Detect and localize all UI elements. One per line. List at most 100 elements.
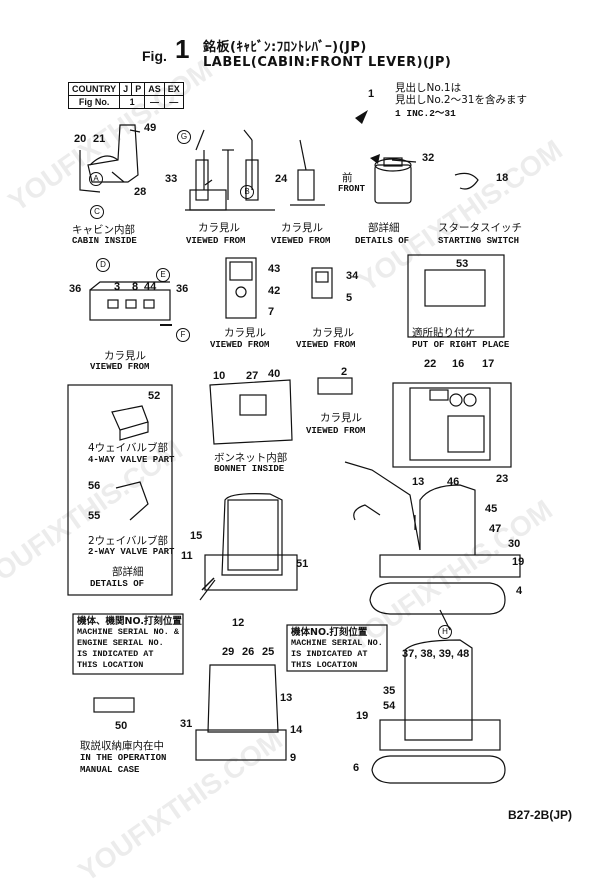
table-cell: COUNTRY — [67, 82, 121, 96]
part-number: 40 — [268, 368, 281, 380]
caption-view-b-jp: カラ見ル — [281, 222, 323, 234]
table-cell: Fig No. — [67, 95, 121, 109]
circle-letter-e: E — [156, 268, 170, 282]
part-number: 3 — [114, 281, 121, 293]
part-number: 49 — [144, 122, 157, 134]
caption-view-a-jp: カラ見ル — [198, 222, 240, 234]
caption-front-jp: 前 — [342, 172, 353, 184]
serial-note-right-en2: IS INDICATED AT — [291, 649, 368, 659]
part-number: 51 — [296, 558, 309, 570]
circle-letter-g: G — [177, 130, 191, 144]
caption-operation-jp: 取説収納庫内在中 — [80, 740, 164, 752]
table-cell: — — [163, 95, 184, 109]
part-number: 46 — [447, 476, 460, 488]
caption-cabin-inside-jp: キャビン内部 — [72, 224, 135, 236]
part-number: 6 — [353, 762, 360, 774]
serial-note-left-en2: ENGINE SERIAL NO. — [77, 638, 164, 648]
part-number: 4 — [516, 585, 523, 597]
part-number: 32 — [422, 152, 435, 164]
caption-view-b-en: VIEWED FROM — [271, 236, 331, 246]
caption-valve2-jp: 2ウェイバルブ部 — [88, 535, 168, 547]
part-number: 8 — [132, 281, 139, 293]
caption-detail-h-en: DETAILS OF — [90, 579, 145, 589]
part-number: 1 — [368, 88, 375, 100]
part-number: 43 — [268, 263, 281, 275]
caption-detail-g-jp: 部詳細 — [368, 222, 400, 234]
part-number: 23 — [496, 473, 509, 485]
part-number: 53 — [456, 258, 469, 270]
caption-bonnet-jp: ボンネット内部 — [214, 452, 288, 464]
part-number: 13 — [280, 692, 293, 704]
caption-view-a-en: VIEWED FROM — [186, 236, 246, 246]
serial-note-left-jp: 機体、機関NO.打刻位置 — [77, 616, 182, 627]
caption-starting-switch-en: STARTING SWITCH — [438, 236, 520, 246]
part-number: 34 — [346, 270, 359, 282]
part-number: 33 — [165, 173, 178, 185]
serial-note-left-en4: THIS LOCATION — [77, 660, 144, 670]
serial-note-right-en1: MACHINE SERIAL NO. — [291, 638, 383, 648]
part-number: 19 — [356, 710, 369, 722]
part-number: 42 — [268, 285, 281, 297]
serial-note-right-en3: THIS LOCATION — [291, 660, 358, 670]
part-number: 5 — [346, 292, 353, 304]
caption-put-right-en: PUT OF RIGHT PLACE — [412, 340, 510, 350]
part-number: 24 — [275, 173, 288, 185]
circle-letter-c: C — [90, 205, 104, 219]
serial-note-left: 機体、機関NO.打刻位置 MACHINE SERIAL NO. & ENGINE… — [77, 616, 182, 671]
caption-operation-en1: IN THE OPERATION — [80, 753, 167, 763]
serial-note-left-en1: MACHINE SERIAL NO. & — [77, 627, 180, 637]
serial-note-left-en3: IS INDICATED AT — [77, 649, 154, 659]
part-number: 12 — [232, 617, 245, 629]
part-number: 29 — [222, 646, 235, 658]
caption-front-en: FRONT — [338, 184, 366, 194]
fig-number: 1 — [175, 34, 190, 64]
heading-note-line2: 見出しNo.2〜31を含みます — [395, 94, 527, 106]
part-number: 16 — [452, 358, 465, 370]
caption-bonnet-en: BONNET INSIDE — [214, 464, 285, 474]
part-number: 36 — [69, 283, 82, 295]
part-number: 36 — [176, 283, 189, 295]
part-number: 28 — [134, 186, 147, 198]
caption-valve4-jp: 4ウェイバルブ部 — [88, 442, 168, 454]
heading-note-line3: 1 INC.2〜31 — [395, 108, 456, 119]
caption-detail-h-jp: 部詳細 — [112, 566, 144, 578]
circle-letter-h: H — [438, 625, 452, 639]
caption-view-e-en: VIEWED FROM — [296, 340, 356, 350]
heading-note-line1: 見出しNo.1は — [395, 82, 462, 94]
part-number: 52 — [148, 390, 161, 402]
part-number: 18 — [496, 172, 509, 184]
circle-letter-b: B — [240, 185, 254, 199]
title-jp: 銘板(ｷｬﾋﾞﾝ:ﾌﾛﾝﾄﾚﾊﾞｰ)(JP) — [203, 40, 367, 55]
part-number: 31 — [180, 718, 193, 730]
circle-letter-f: F — [176, 328, 190, 342]
part-number: 55 — [88, 510, 101, 522]
part-number: 15 — [190, 530, 203, 542]
part-number: 26 — [242, 646, 255, 658]
table-cell: J — [119, 82, 133, 96]
caption-view-d-en: VIEWED FROM — [210, 340, 270, 350]
part-number: 47 — [489, 523, 502, 535]
table-cell: AS — [144, 82, 165, 96]
caption-starting-switch-jp: スタータスイッチ — [438, 222, 522, 234]
part-number: 37, 38, 39, 48 — [402, 648, 470, 660]
part-number: 21 — [93, 133, 106, 145]
footer-code: B27-2B(JP) — [508, 808, 573, 822]
caption-view-c-jp: カラ見ル — [104, 350, 146, 362]
serial-note-right-jp: 機体NO.打刻位置 — [291, 627, 368, 638]
part-number: 19 — [512, 556, 525, 568]
circle-letter-a: A — [89, 172, 103, 186]
table-cell: P — [131, 82, 146, 96]
caption-view-d-jp: カラ見ル — [224, 327, 266, 339]
caption-operation-en2: MANUAL CASE — [80, 765, 140, 775]
part-number: 13 — [412, 476, 425, 488]
line-art — [67, 110, 521, 784]
table-cell: — — [144, 95, 165, 109]
part-number: 44 — [144, 281, 157, 293]
part-number: 50 — [115, 720, 128, 732]
table-cell: 1 — [119, 95, 146, 109]
title-en: LABEL(CABIN:FRONT LEVER)(JP) — [203, 55, 452, 70]
country-table: COUNTRY J P AS EX Fig No. 1 — — — [67, 82, 184, 109]
caption-valve2-en: 2-WAY VALVE PART — [88, 547, 175, 557]
part-number: 35 — [383, 685, 396, 697]
table-cell: EX — [163, 82, 184, 96]
